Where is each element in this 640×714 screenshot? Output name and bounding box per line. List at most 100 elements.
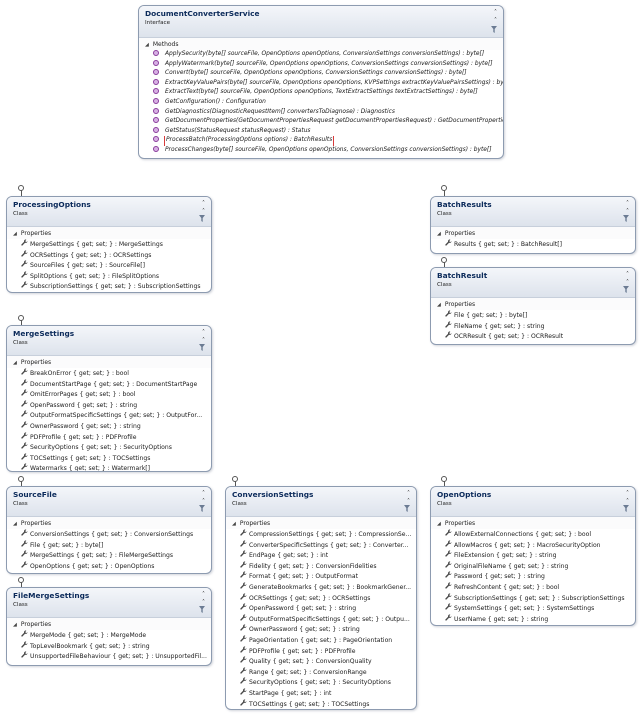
property-row[interactable]: GenerateBookmarks { get; set; } : Bookma… — [226, 582, 416, 593]
property-row[interactable]: OriginalFileName { get; set; } : string — [431, 561, 635, 572]
property-row[interactable]: PDFProfile { get; set; } : PDFProfile — [7, 431, 211, 443]
collapse-triangle-icon[interactable]: ◢ — [437, 231, 441, 237]
property-row[interactable]: OwnerPassword { get; set; } : string — [226, 624, 416, 635]
method-row[interactable]: Convert(byte[] sourceFile, OpenOptions o… — [139, 69, 503, 79]
property-row[interactable]: StartPage { get; set; } : int — [226, 688, 416, 699]
property-row[interactable]: FileExtension { get; set; } : string — [431, 550, 635, 561]
property-row[interactable]: Range { get; set; } : ConversionRange — [226, 667, 416, 678]
filter-funnel-icon[interactable] — [623, 215, 629, 222]
property-row[interactable]: SecurityOptions { get; set; } : Security… — [226, 677, 416, 688]
method-row[interactable]: GetStatus(StatusRequest statusRequest) :… — [139, 126, 503, 137]
property-row[interactable]: UnsupportedFileBehaviour { get; set; } :… — [7, 651, 211, 662]
property-row[interactable]: Quality { get; set; } : ConversionQualit… — [226, 656, 416, 667]
filter-funnel-icon[interactable] — [623, 286, 629, 293]
properties-section-header[interactable]: ◢Properties — [7, 227, 211, 239]
property-row[interactable]: OpenOptions { get; set; } : OpenOptions — [7, 561, 211, 572]
class-merge-settings[interactable]: MergeSettings Class ˄˄ ◢Properties Break… — [6, 325, 212, 472]
property-row[interactable]: Fidelity { get; set; } : ConversionFidel… — [226, 561, 416, 572]
method-row[interactable]: GetDiagnostics(DiagnosticRequestItem[] c… — [139, 107, 503, 118]
collapse-triangle-icon[interactable]: ◢ — [437, 521, 441, 527]
double-chevron-up-icon[interactable]: ˄˄ — [202, 329, 205, 344]
double-chevron-up-icon[interactable]: ˄˄ — [626, 200, 629, 215]
double-chevron-up-icon[interactable]: ˄˄ — [202, 200, 205, 215]
property-row[interactable]: TOCSettings { get; set; } : TOCSettings — [226, 698, 416, 710]
interface-document-converter-service[interactable]: DocumentConverterService Interface ˄˄ ◢M… — [138, 5, 504, 159]
property-row[interactable]: OutputFormatSpecificSettings { get; set;… — [226, 614, 416, 625]
property-row[interactable]: SystemSettings { get; set; } : SystemSet… — [431, 603, 635, 614]
filter-funnel-icon[interactable] — [199, 505, 205, 512]
properties-section-header[interactable]: ◢Properties — [431, 227, 635, 239]
property-row[interactable]: Watermarks { get; set; } : Watermark[] — [7, 463, 211, 471]
filter-funnel-icon[interactable] — [199, 606, 205, 613]
property-row[interactable]: OCRSettings { get; set; } : OCRSettings — [226, 592, 416, 604]
class-batch-result[interactable]: BatchResult Class ˄˄ ◢Properties File { … — [430, 267, 636, 345]
property-row[interactable]: File { get; set; } : byte[] — [431, 310, 635, 321]
method-row[interactable]: ExtractText(byte[] sourceFile, OpenOptio… — [139, 88, 503, 98]
method-row[interactable]: ApplySecurity(byte[] sourceFile, OpenOpt… — [139, 50, 503, 60]
collapse-triangle-icon[interactable]: ◢ — [145, 42, 149, 48]
collapse-triangle-icon[interactable]: ◢ — [13, 622, 17, 628]
double-chevron-up-icon[interactable]: ˄˄ — [626, 490, 629, 505]
property-row[interactable]: CompressionSettings { get; set; } : Comp… — [226, 529, 416, 540]
collapse-triangle-icon[interactable]: ◢ — [13, 360, 17, 366]
method-row[interactable]: ProcessChanges(byte[] sourceFile, OpenOp… — [139, 145, 503, 156]
method-row[interactable]: ProcessBatch(ProcessingOptions options) … — [139, 136, 503, 146]
properties-section-header[interactable]: ◢Properties — [431, 298, 635, 310]
double-chevron-up-icon[interactable]: ˄˄ — [494, 9, 497, 24]
double-chevron-up-icon[interactable]: ˄˄ — [202, 591, 205, 606]
property-row[interactable]: TopLevelBookmark { get; set; } : string — [7, 641, 211, 652]
class-file-merge-settings[interactable]: FileMergeSettings Class ˄˄ ◢Properties M… — [6, 587, 212, 666]
property-row[interactable]: SubscriptionSettings { get; set; } : Sub… — [7, 281, 211, 292]
property-row[interactable]: OutputFormatSpecificSettings { get; set;… — [7, 410, 211, 421]
filter-funnel-icon[interactable] — [491, 26, 497, 33]
class-source-file[interactable]: SourceFile Class ˄˄ ◢Properties Conversi… — [6, 486, 212, 574]
property-row[interactable]: File { get; set; } : byte[] — [7, 540, 211, 551]
class-conversion-settings[interactable]: ConversionSettings Class ˄˄ ◢Properties … — [225, 486, 417, 710]
property-row[interactable]: MergeMode { get; set; } : MergeMode — [7, 630, 211, 641]
property-row[interactable]: SourceFiles { get; set; } : SourceFile[] — [7, 260, 211, 271]
methods-section-header[interactable]: ◢Methods — [139, 38, 503, 50]
property-row[interactable]: AllowExternalConnections { get; set; } :… — [431, 529, 635, 540]
collapse-triangle-icon[interactable]: ◢ — [437, 302, 441, 308]
property-row[interactable]: EndPage { get; set; } : int — [226, 550, 416, 561]
property-row[interactable]: FileName { get; set; } : string — [431, 321, 635, 332]
property-row[interactable]: MergeSettings { get; set; } : FileMergeS… — [7, 550, 211, 561]
properties-section-header[interactable]: ◢Properties — [431, 517, 635, 529]
property-row[interactable]: Password { get; set; } : string — [431, 571, 635, 582]
method-row[interactable]: GetConfiguration() : Configuration — [139, 97, 503, 108]
property-row[interactable]: AllowMacros { get; set; } : MacroSecurit… — [431, 540, 635, 551]
property-row[interactable]: RefreshContent { get; set; } : bool — [431, 582, 635, 593]
property-row[interactable]: OCRResult { get; set; } : OCRResult — [431, 331, 635, 342]
filter-funnel-icon[interactable] — [404, 505, 410, 512]
property-row[interactable]: DocumentStartPage { get; set; } : Docume… — [7, 379, 211, 390]
method-row[interactable]: GetDocumentProperties(GetDocumentPropert… — [139, 117, 503, 127]
property-row[interactable]: OCRSettings { get; set; } : OCRSettings — [7, 250, 211, 261]
property-row[interactable]: UserName { get; set; } : string — [431, 614, 635, 625]
properties-section-header[interactable]: ◢Properties — [7, 517, 211, 529]
property-row[interactable]: OmitErrorPages { get; set; } : bool — [7, 389, 211, 400]
property-row[interactable]: ConversionSettings { get; set; } : Conve… — [7, 529, 211, 540]
collapse-triangle-icon[interactable]: ◢ — [232, 521, 236, 527]
property-row[interactable]: Format { get; set; } : OutputFormat — [226, 571, 416, 582]
method-row[interactable]: ApplyWatermark(byte[] sourceFile, OpenOp… — [139, 59, 503, 70]
property-row[interactable]: BreakOnError { get; set; } : bool — [7, 368, 211, 379]
class-open-options[interactable]: OpenOptions Class ˄˄ ◢Properties AllowEx… — [430, 486, 636, 626]
property-row[interactable]: Watermarks { get; set; } : Watermark[] — [226, 709, 416, 710]
property-row[interactable]: OwnerPassword { get; set; } : string — [7, 421, 211, 432]
property-row[interactable]: ConverterSpecificSettings { get; set; } … — [226, 540, 416, 551]
property-row[interactable]: OpenPassword { get; set; } : string — [7, 400, 211, 411]
property-row[interactable]: SplitOptions { get; set; } : FileSplitOp… — [7, 271, 211, 282]
property-row[interactable]: TOCSettings { get; set; } : TOCSettings — [7, 453, 211, 464]
double-chevron-up-icon[interactable]: ˄˄ — [202, 490, 205, 505]
property-row[interactable]: Results { get; set; } : BatchResult[] — [431, 239, 635, 250]
double-chevron-up-icon[interactable]: ˄˄ — [626, 271, 629, 286]
filter-funnel-icon[interactable] — [199, 215, 205, 222]
properties-section-header[interactable]: ◢Properties — [7, 618, 211, 630]
filter-funnel-icon[interactable] — [199, 344, 205, 351]
property-row[interactable]: PageOrientation { get; set; } : PageOrie… — [226, 635, 416, 646]
method-row[interactable]: ExtractKeyValuePairs(byte[] sourceFile, … — [139, 78, 503, 89]
filter-funnel-icon[interactable] — [623, 505, 629, 512]
property-row[interactable]: SecurityOptions { get; set; } : Security… — [7, 442, 211, 453]
property-row[interactable]: MergeSettings { get; set; } : MergeSetti… — [7, 239, 211, 250]
collapse-triangle-icon[interactable]: ◢ — [13, 521, 17, 527]
